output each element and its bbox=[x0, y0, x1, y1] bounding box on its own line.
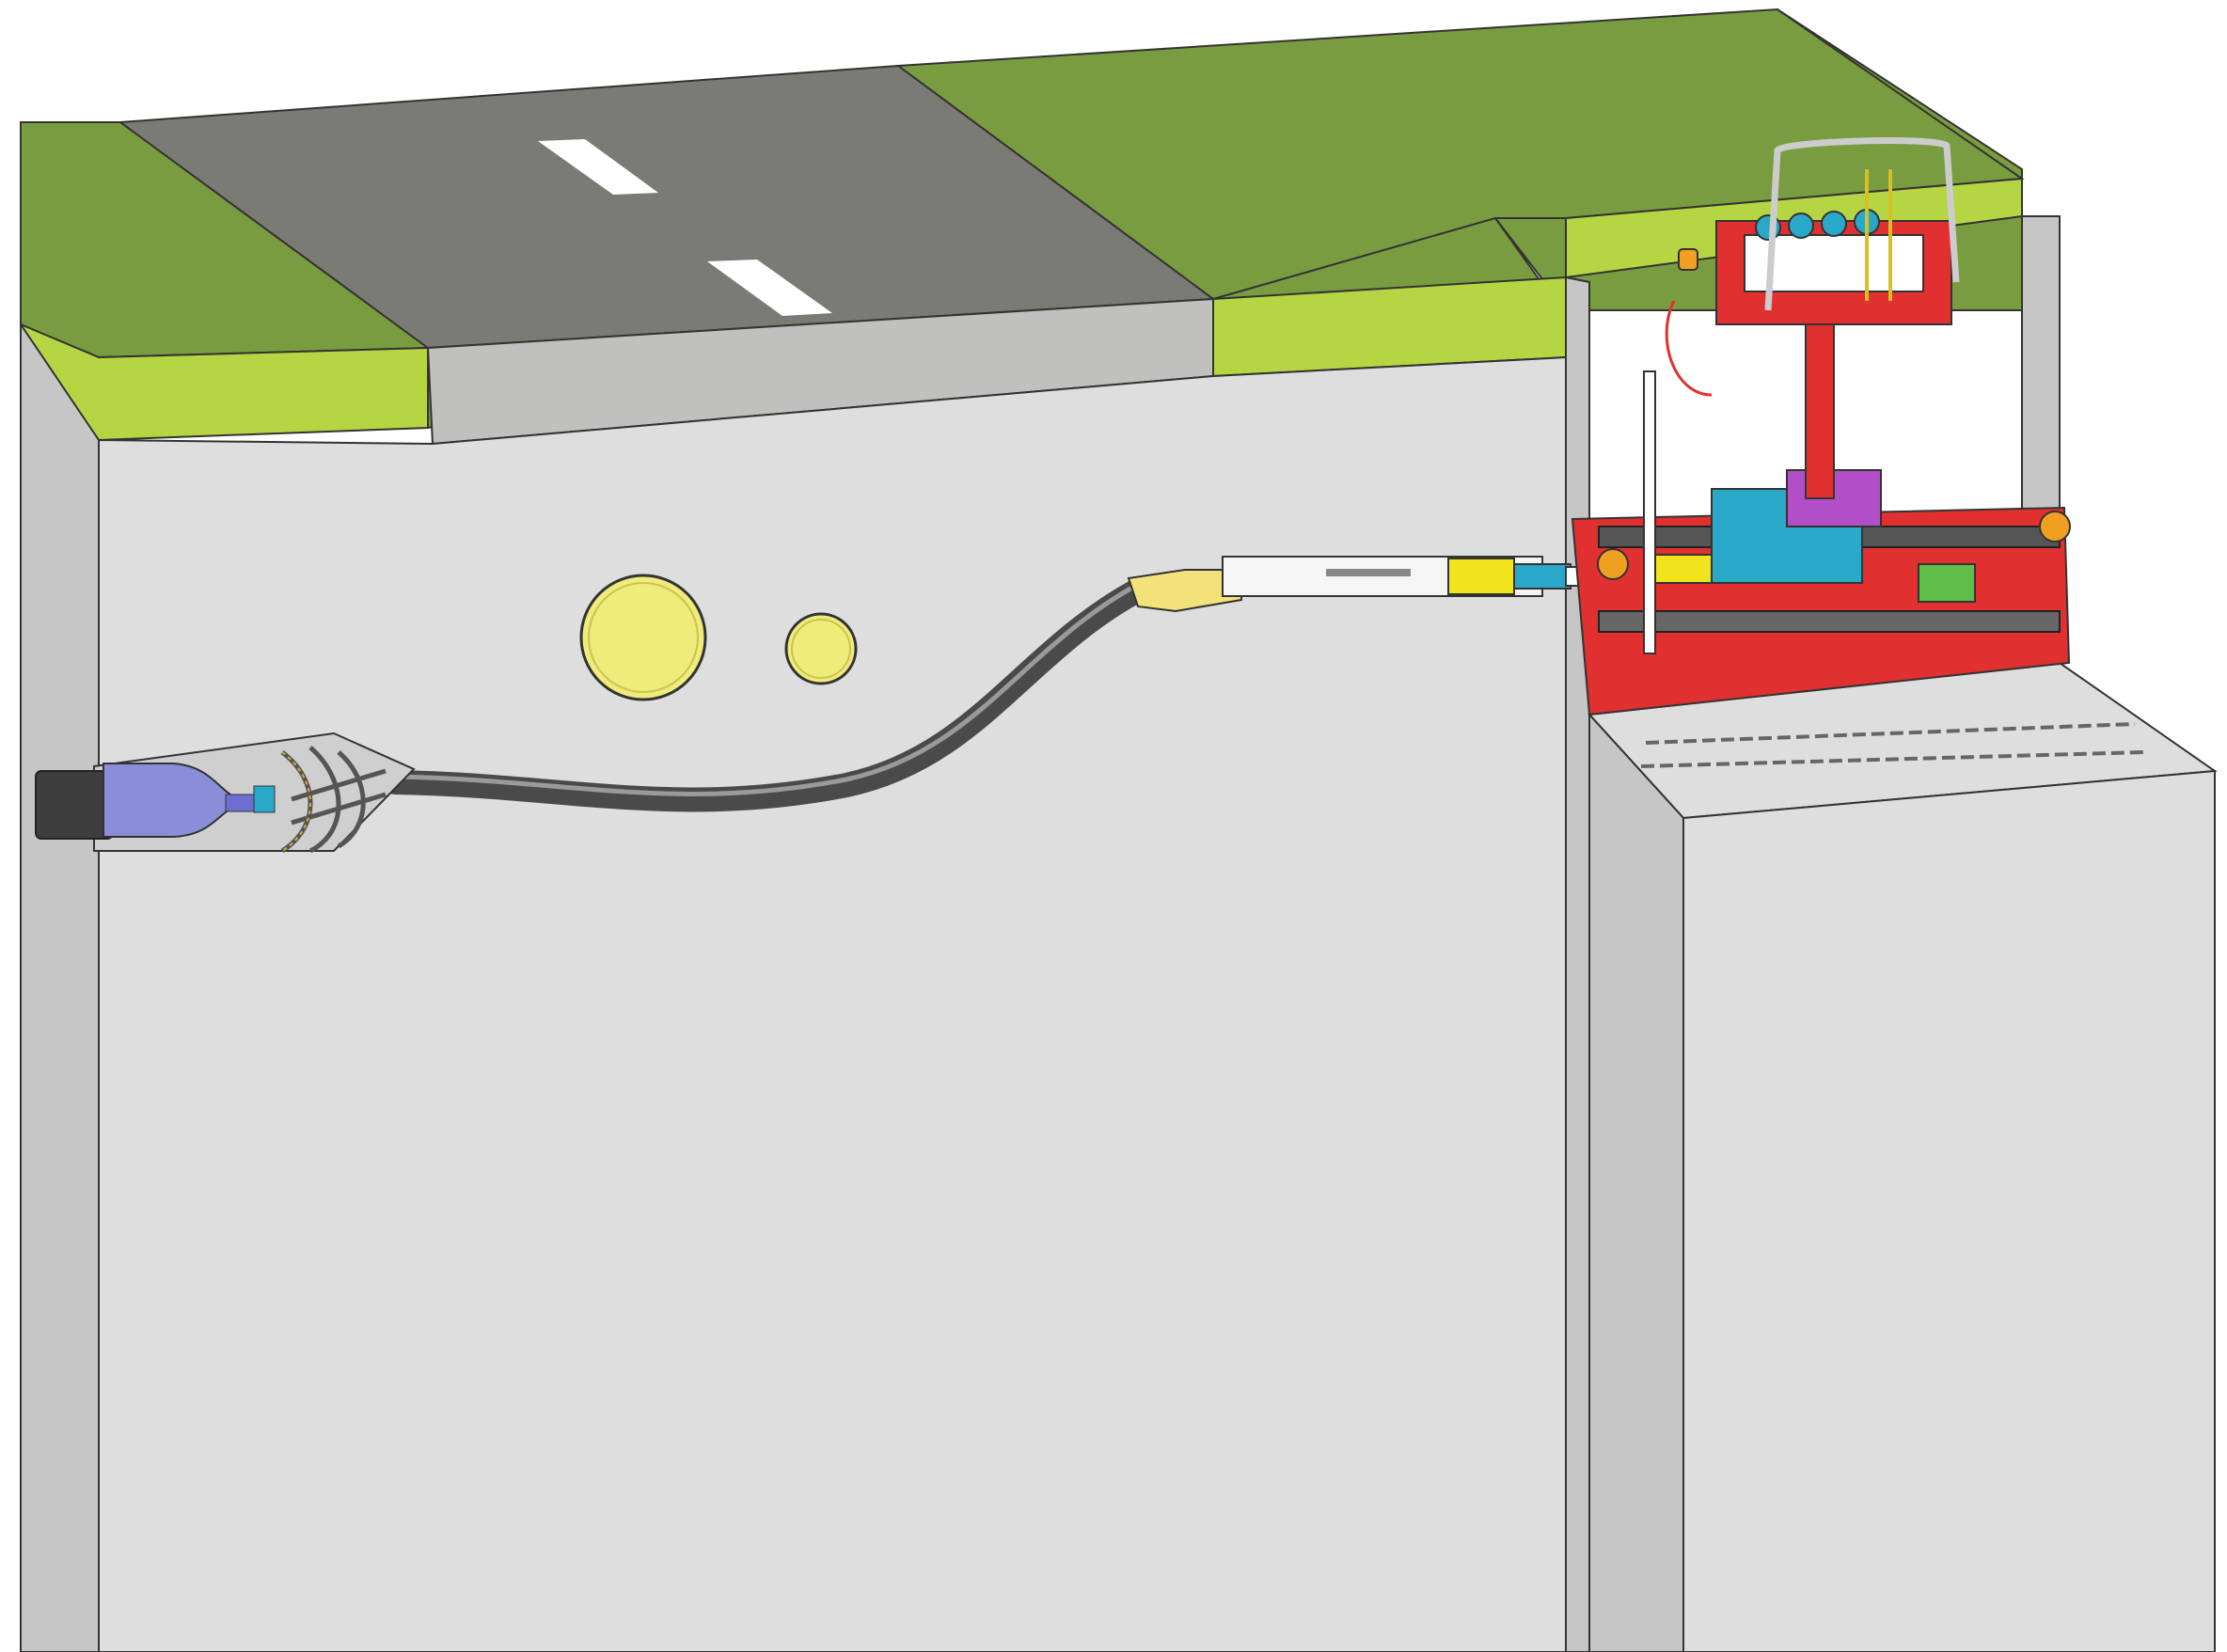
control-hose bbox=[1665, 300, 1713, 397]
rig-block-green bbox=[1918, 563, 1976, 603]
rig-rail-bottom bbox=[1598, 610, 2061, 633]
rig-guide-bar bbox=[1643, 370, 1656, 654]
utility-pipe-large-inner bbox=[588, 582, 699, 693]
pit-left-wall bbox=[1565, 275, 1590, 1652]
pit-side-block bbox=[1588, 712, 1684, 1652]
rod-connector bbox=[1513, 563, 1572, 590]
bore-path-group bbox=[383, 575, 1155, 812]
utility-pipe-small-inner bbox=[791, 619, 851, 679]
control-handlebar bbox=[1764, 137, 1960, 311]
rod-slot bbox=[1326, 569, 1411, 576]
control-light bbox=[1678, 248, 1698, 271]
buried-utility-pipes bbox=[579, 574, 858, 701]
rig-ground-slats bbox=[1640, 722, 2145, 768]
rig-wheel-right bbox=[2039, 511, 2071, 543]
soil-front-face bbox=[98, 355, 1567, 1652]
utility-pipe-small bbox=[784, 612, 858, 685]
rig-wheel-left bbox=[1597, 548, 1629, 580]
drill-head-coupling bbox=[253, 785, 276, 813]
drill-head-rear bbox=[35, 770, 114, 840]
utility-pipe-large bbox=[579, 574, 707, 701]
bore-path bbox=[383, 575, 1155, 812]
pipe-pull-head bbox=[1127, 569, 1242, 613]
control-levers bbox=[1865, 169, 1892, 301]
soil-block bbox=[20, 215, 2218, 1652]
control-gauge-2 bbox=[1788, 212, 1814, 239]
bore-path-highlight bbox=[394, 579, 1145, 796]
rod-joint bbox=[1447, 558, 1515, 595]
ground-surface bbox=[20, 8, 2025, 446]
reamer-detail bbox=[281, 751, 311, 852]
boring-rig bbox=[1571, 309, 2145, 768]
pit-front-block bbox=[1682, 769, 2216, 1652]
rig-block-yellow bbox=[1654, 554, 1713, 584]
control-gauge-3 bbox=[1821, 211, 1847, 237]
road-marking-1 bbox=[538, 139, 658, 195]
drill-head-assembly bbox=[35, 732, 416, 854]
control-unit bbox=[1665, 137, 1960, 397]
rig-mast bbox=[1805, 309, 1835, 499]
soil-left-side bbox=[20, 321, 100, 1652]
road-marking-2 bbox=[707, 260, 832, 316]
